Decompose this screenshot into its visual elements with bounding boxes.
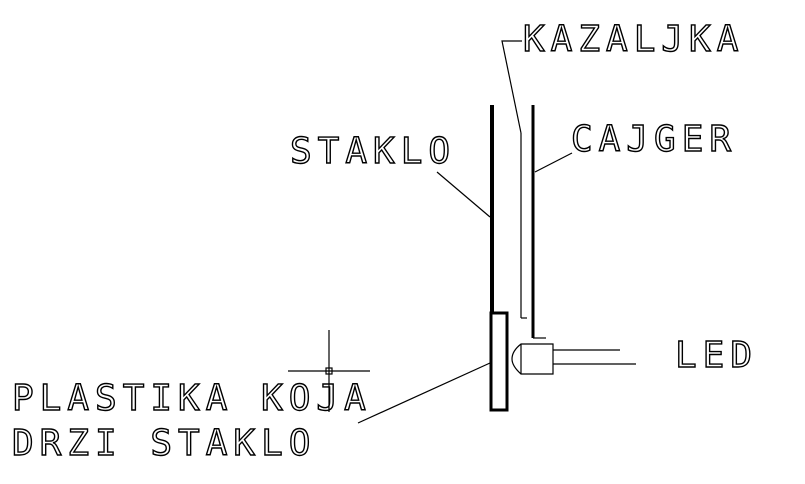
label-plastika-line1: PLASTIKA KOJA <box>12 378 372 419</box>
plastic-holder <box>489 311 509 412</box>
led-body <box>511 343 554 375</box>
label-staklo: STAKLO <box>290 131 456 172</box>
label-plastika-line2: DRZI STAKLO <box>12 423 316 464</box>
label-kazaljka: KAZALJKA <box>523 19 744 60</box>
cajger-leader <box>534 152 573 173</box>
staklo-leader <box>436 171 491 218</box>
kazaljka-leader <box>501 40 522 134</box>
label-cajger: CAJGER <box>571 119 737 160</box>
label-led: LED <box>675 335 758 376</box>
plastika-leader <box>357 362 491 424</box>
crosshair-pickbox <box>325 367 333 375</box>
